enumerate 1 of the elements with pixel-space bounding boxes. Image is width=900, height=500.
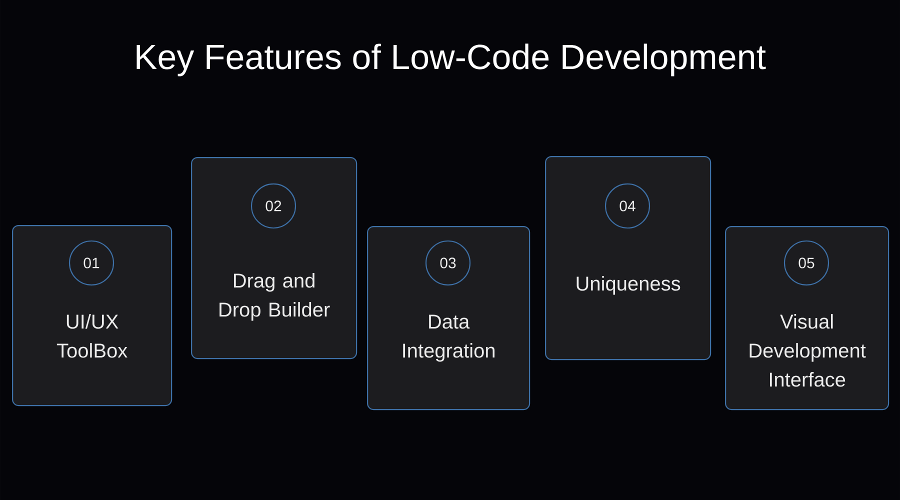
title: Key Features of Low-Code Development xyxy=(136,44,766,76)
